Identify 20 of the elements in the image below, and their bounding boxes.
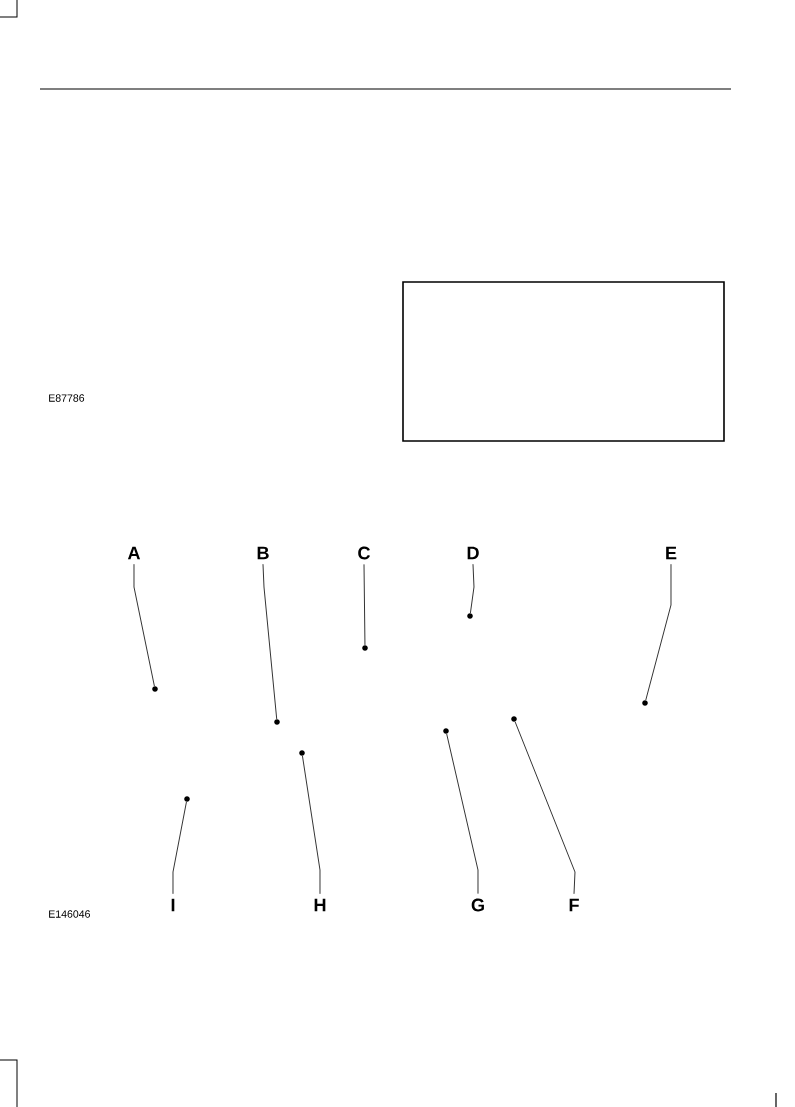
leader-line bbox=[514, 721, 576, 895]
figure-code: E146046 bbox=[49, 910, 90, 918]
leader-line bbox=[645, 563, 672, 701]
leader-line bbox=[470, 563, 475, 614]
callout-letter: B bbox=[257, 546, 269, 560]
callout-letter: C bbox=[358, 546, 371, 560]
callout-letter: I bbox=[171, 898, 175, 912]
leader-line bbox=[302, 755, 321, 895]
callout-letter: G bbox=[471, 898, 484, 912]
leader-line bbox=[262, 563, 278, 720]
leader-line bbox=[363, 563, 366, 646]
callout-letter: H bbox=[314, 898, 326, 912]
leader-line bbox=[446, 733, 479, 895]
callout-letter: E bbox=[666, 546, 677, 560]
callout-letter: A bbox=[127, 546, 141, 560]
callout-letter: F bbox=[569, 898, 579, 912]
leader-line bbox=[133, 563, 155, 687]
callout-letter: D bbox=[467, 546, 479, 560]
leader-line bbox=[172, 801, 187, 895]
figure-code: E87786 bbox=[49, 394, 85, 402]
